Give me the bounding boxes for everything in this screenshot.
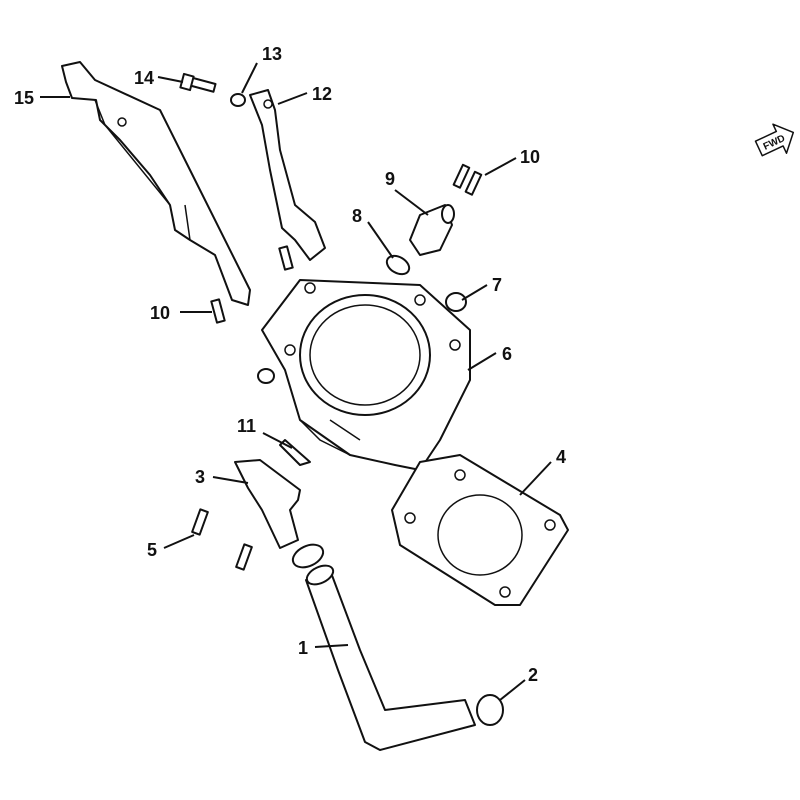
leader-lines bbox=[40, 62, 552, 701]
callout-9: 9 bbox=[385, 169, 395, 189]
callout-10: 10 bbox=[520, 147, 540, 167]
part-clamp-2 bbox=[476, 694, 504, 726]
callout-10-left: 10 bbox=[150, 303, 170, 323]
callout-7: 7 bbox=[492, 275, 502, 295]
part-bolt-14 bbox=[179, 72, 217, 93]
part-bolts-10-right bbox=[452, 163, 483, 196]
callout-11: 11 bbox=[237, 416, 256, 436]
part-cylinder-6 bbox=[257, 279, 471, 471]
callout-8: 8 bbox=[352, 206, 362, 226]
part-hose-1 bbox=[305, 569, 476, 751]
part-bolt-10-mid bbox=[278, 245, 294, 271]
part-intake-3 bbox=[234, 459, 301, 549]
callout-5: 5 bbox=[147, 540, 157, 560]
part-bolt-5 bbox=[191, 508, 209, 536]
part-fitting-9 bbox=[409, 204, 455, 256]
part-dowel-7 bbox=[445, 292, 467, 312]
callout-15: 15 bbox=[14, 88, 34, 108]
callout-6: 6 bbox=[502, 344, 512, 364]
part-bolt-10-left bbox=[210, 298, 226, 324]
part-oring bbox=[291, 543, 325, 569]
callout-13: 13 bbox=[262, 44, 282, 64]
part-cylinder-gasket-4 bbox=[391, 454, 569, 606]
part-chain-guide-15 bbox=[61, 61, 251, 306]
part-tensioner-guide-12 bbox=[249, 89, 326, 261]
callout-3: 3 bbox=[195, 467, 205, 487]
part-bolt-5b bbox=[235, 543, 253, 571]
callout-2: 2 bbox=[528, 665, 538, 685]
fwd-arrow-icon: FWD bbox=[754, 123, 795, 157]
callout-4: 4 bbox=[556, 447, 566, 467]
part-washer-13 bbox=[230, 93, 246, 107]
callout-12: 12 bbox=[312, 84, 332, 104]
callout-1: 1 bbox=[298, 638, 308, 658]
part-gasket-8 bbox=[385, 254, 411, 276]
callout-14: 14 bbox=[134, 68, 154, 88]
